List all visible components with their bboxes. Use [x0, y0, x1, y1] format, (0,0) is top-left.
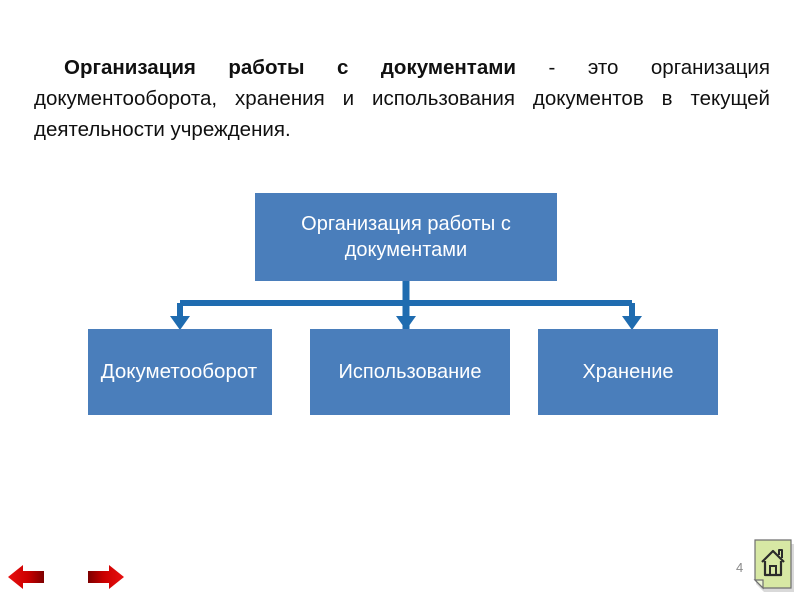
diagram-node-root-label: Организация работы с документами — [301, 213, 511, 261]
body-paragraph: Организация работы с документами - это о… — [34, 52, 770, 145]
page-number: 4 — [736, 560, 744, 575]
next-slide-button[interactable] — [86, 563, 126, 591]
diagram-node-document-flow[interactable]: Докуметооборот — [88, 329, 272, 415]
home-icon — [753, 539, 794, 592]
paragraph-rest: - это организация документооборота, хран… — [34, 56, 770, 141]
arrow-right-icon — [88, 565, 124, 589]
arrowhead-center — [396, 316, 416, 330]
previous-slide-button[interactable] — [6, 563, 46, 591]
diagram-node-root[interactable]: Организация работы с документами — [255, 193, 557, 281]
diagram-node-document-flow-label: Докуметооборот — [100, 360, 258, 383]
arrowhead-right — [622, 316, 642, 330]
diagram-node-usage-label: Использование — [338, 361, 482, 383]
arrow-left-icon — [8, 565, 44, 589]
home-button[interactable] — [752, 538, 796, 594]
diagram-node-storage-label: Хранение — [582, 361, 674, 383]
diagram-node-storage[interactable]: Хранение — [538, 329, 718, 415]
paragraph-lead-term: Организация работы с документами — [64, 56, 516, 79]
arrowhead-left — [170, 316, 190, 330]
diagram-node-usage[interactable]: Использование — [310, 329, 510, 415]
